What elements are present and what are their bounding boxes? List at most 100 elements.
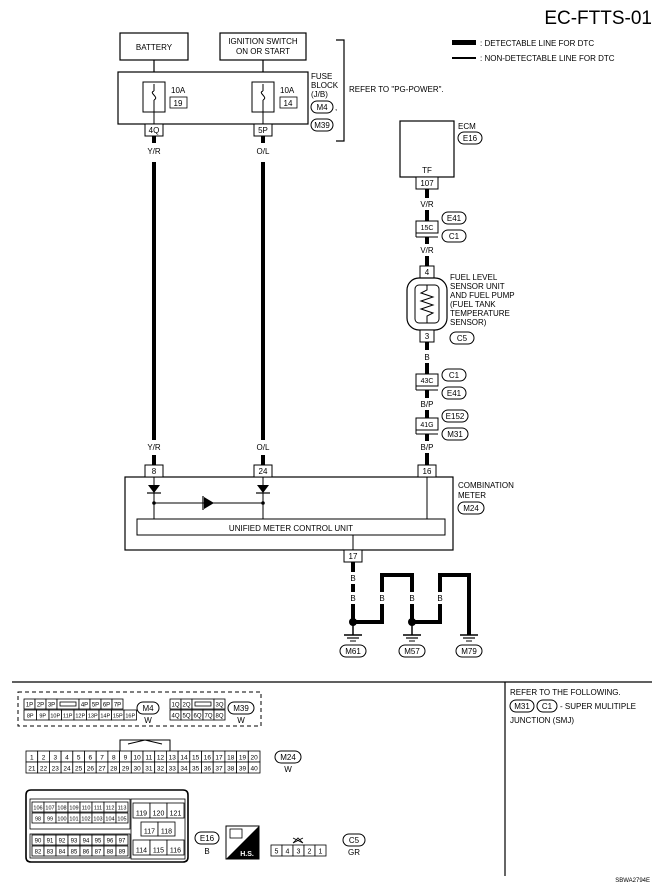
pin-3: 3 [425,332,430,341]
e16-pin-93-label: 93 [71,839,78,845]
pin-41g: 41G [420,422,433,429]
m24-pin-34-label: 34 [180,766,188,773]
m24-pin-16-label: 16 [204,755,212,762]
meter-pin-16: 16 [423,467,432,476]
legend-detectable-label: : DETECTABLE LINE FOR DTC [480,39,594,48]
m4-pin-9P-label: 9P [39,714,46,720]
c5-latch [292,837,304,844]
m24-pin-40 [247,761,261,774]
m24-pin-8-label: 8 [112,755,116,762]
e16-pin-87-label: 87 [95,850,102,856]
drawing-code: SBWA2794E [615,878,650,884]
m24-pin-15-label: 15 [192,755,200,762]
diode-8 [148,485,160,493]
m39-pin-6Q-label: 6Q [193,714,201,720]
m24-pin-39-label: 39 [239,766,247,773]
e16-pin-110-label: 110 [82,806,91,812]
diode-24 [257,485,269,493]
wire-b-3-label: B [409,594,414,603]
m4-pin-4P-label: 4P [81,703,88,709]
connector-m24-ref: M24 [463,504,479,513]
e16-pin-114-label: 114 [136,848,147,855]
m24-pin-23-label: 23 [52,766,60,773]
e16-pin-88-label: 88 [107,850,114,856]
sensor-label-4: (FUEL TANK [450,300,496,309]
m4-pin-15P-label: 15P [113,714,123,720]
m24-pin-18-label: 18 [227,755,235,762]
e16-pin-111-label: 111 [94,806,102,812]
e16-pin-118 [157,821,176,837]
e16-pin-117-label: 117 [144,829,155,836]
m39-pin-8Q [213,709,226,721]
ground-m57: M57 [404,647,420,656]
m24-pin-12-label: 12 [157,755,165,762]
connector-c5-color: GR [348,848,360,857]
combination-meter [124,476,454,551]
m24-pin-9-label: 9 [124,755,128,762]
pin-5p: 5P [258,126,268,135]
refer-pg-power: REFER TO "PG-POWER". [349,85,444,94]
sensor-label-3: AND FUEL PUMP [450,291,515,300]
m39-pin-4Q-label: 4Q [171,714,179,720]
wire-b-sensor-label: B [424,353,429,362]
e16-pin-116-label: 116 [170,848,181,855]
m24-pin-40-label: 40 [251,766,259,773]
connector-e16 [194,831,220,845]
c5-pin-1-label: 1 [319,849,323,856]
wire-b-2-label: B [379,594,384,603]
m4-pin-1P-label: 1P [26,703,33,709]
m39-pin-5Q-label: 5Q [182,714,190,720]
wire-ol-bottom-label: O/L [257,443,270,452]
m4-pin-7P-label: 7P [114,703,121,709]
e16-pin-84-label: 84 [59,850,66,856]
refer-note-line3: JUNCTION (SMJ) [510,716,574,725]
connector-c1-ref-1: C1 [449,232,460,241]
connector-c5-label: C5 [349,836,360,845]
refer-note-line2: - SUPER MULITIPLE [560,702,636,711]
fuse-19-number: 19 [174,99,183,108]
c5-pin-5-label: 5 [275,849,279,856]
connector-c5-ref: C5 [457,334,468,343]
e16-pin-96-label: 96 [107,839,114,845]
pin-4: 4 [425,268,430,277]
m4-pin-13P-label: 13P [88,714,98,720]
wire-vr-1-label: V/R [420,200,434,209]
e16-pin-116 [166,839,185,856]
refer-note-c1: C1 [542,702,553,711]
svg-text:,: , [335,103,337,112]
e16-pin-85-label: 85 [71,850,78,856]
connector-m4-label: M4 [142,704,154,713]
ignition-switch-box [219,32,307,61]
sensor-label-1: FUEL LEVEL [450,273,498,282]
m39-pin-3Q [213,698,226,710]
ground-m61: M61 [345,647,361,656]
connector-m4 [136,701,160,715]
m24-pin-25-label: 25 [75,766,83,773]
m4-pin-7P [111,698,124,710]
e16-pin-113 [115,801,129,813]
ignition-label-2: ON OR START [236,47,290,56]
e16-pin-95-label: 95 [95,839,102,845]
m39-pin-7Q-label: 7Q [204,714,212,720]
m39-pin-3Q-label: 3Q [215,703,223,709]
m24-pin-22-label: 22 [40,766,48,773]
connector-m4-color: W [144,716,152,725]
m24-pin-7-label: 7 [100,755,104,762]
m24-pin-5-label: 5 [77,755,81,762]
unified-meter-control-unit-label: UNIFIED METER CONTROL UNIT [229,524,353,533]
fuse-19-amp: 10A [171,86,186,95]
connector-m31-ref: M31 [447,430,463,439]
fuse-14-amp: 10A [280,86,295,95]
diagram-title: EC-FTTS-01 [544,8,652,29]
hs-label: H.S. [240,851,254,858]
connector-m39-ref: M39 [314,121,330,130]
hs-connector-icon [229,828,243,839]
pin-4q: 4Q [149,126,160,135]
ignition-label-1: IGNITION SWITCH [228,37,298,46]
m24-pin-38-label: 38 [227,766,235,773]
m24-pin-13-label: 13 [169,755,177,762]
meter-label-2: METER [458,491,486,500]
e16-pin-86-label: 86 [83,850,90,856]
m24-pin-21-label: 21 [28,766,36,773]
e16-pin-91-label: 91 [47,839,54,845]
